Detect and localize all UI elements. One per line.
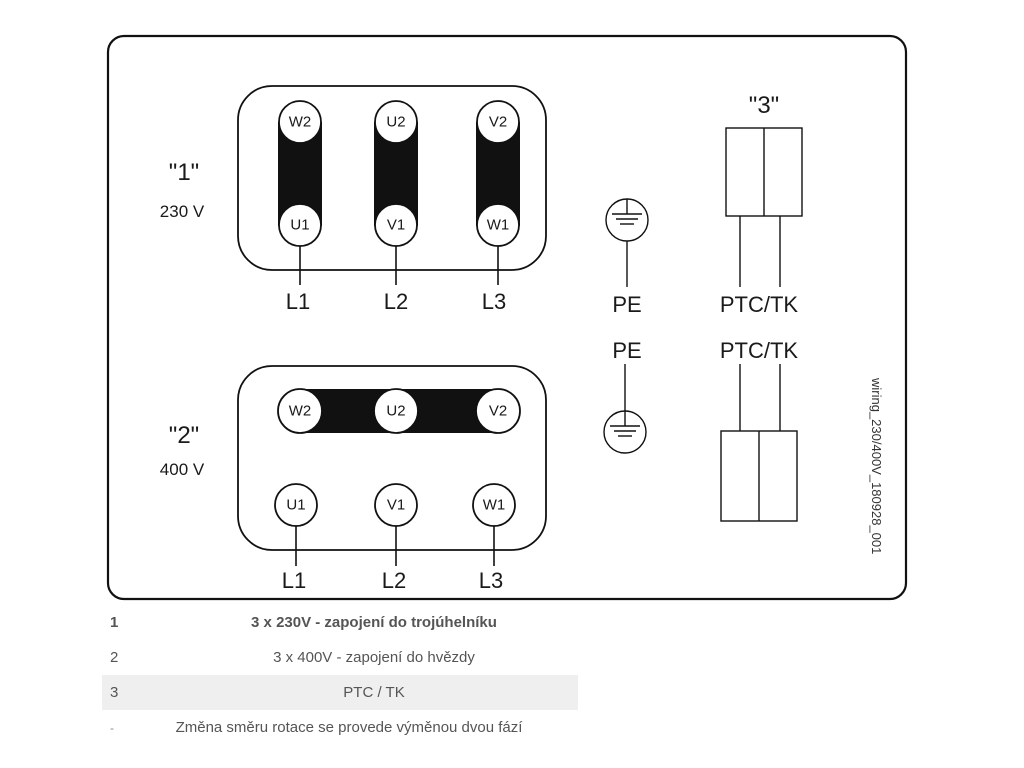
legend-number: - (110, 720, 114, 735)
terminal-v2 (475, 388, 521, 434)
diagram-frame (106, 34, 908, 601)
connection-3-label: "3" (749, 92, 779, 119)
terminal-label-v1: V1 (387, 497, 405, 514)
terminal-label-u2: U2 (386, 403, 405, 420)
terminal-label-w2: W2 (289, 403, 312, 420)
terminal-label-u1: U1 (286, 497, 305, 514)
terminal-label-v2: V2 (489, 114, 507, 131)
line-label-l2: L2 (384, 289, 408, 314)
legend-row: - Změna směru rotace se provede výměnou … (102, 710, 578, 745)
terminal-box-delta (237, 85, 547, 271)
terminal-label-w1: W1 (487, 217, 510, 234)
terminal-u2 (373, 388, 419, 434)
legend-row: 2 3 x 400V - zapojení do hvězdy (102, 640, 578, 675)
ptc-block-bottom (720, 430, 798, 522)
terminal-u2 (374, 100, 418, 144)
legend-row: 1 3 x 230V - zapojení do trojúhelníku (102, 605, 578, 640)
terminal-label-w2: W2 (289, 114, 312, 131)
terminal-label-v2: V2 (489, 403, 507, 420)
legend-text: PTC / TK (170, 675, 578, 710)
legend-number: 2 (110, 649, 119, 666)
earth-symbol-top (605, 198, 649, 287)
terminal-w2 (277, 388, 323, 434)
earth-symbol-bottom (603, 364, 647, 454)
connection-1-label: "1" (169, 159, 199, 186)
legend-row: 3 PTC / TK (102, 675, 578, 710)
line-label-l3: L3 (482, 289, 506, 314)
terminal-box-star (237, 365, 547, 551)
terminal-label-u2: U2 (386, 114, 405, 131)
pe-label-bottom: PE (612, 338, 641, 363)
connection-1-voltage: 230 V (160, 202, 205, 221)
line-label-l1: L1 (286, 289, 310, 314)
terminal-w2 (278, 100, 322, 144)
connection-2-voltage: 400 V (160, 460, 205, 479)
legend-text: Změna směru rotace se provede výměnou dv… (175, 719, 523, 736)
legend-text: 3 x 230V - zapojení do trojúhelníku (251, 614, 497, 631)
legend-table: 1 3 x 230V - zapojení do trojúhelníku 2 … (102, 605, 578, 745)
terminal-label-u1: U1 (290, 217, 309, 234)
terminal-label-v1: V1 (387, 217, 405, 234)
terminal-label-w1: W1 (483, 497, 506, 514)
line-label-l1: L1 (282, 568, 306, 593)
ptc-block-top (725, 127, 803, 217)
pe-label-top: PE (612, 292, 641, 317)
legend-number: 1 (110, 614, 119, 631)
legend-number: 3 (102, 675, 170, 710)
ptc-label-bottom: PTC/TK (720, 338, 799, 363)
connection-2-label: "2" (169, 422, 199, 449)
line-label-l3: L3 (479, 568, 503, 593)
line-label-l2: L2 (382, 568, 406, 593)
ptc-label-top: PTC/TK (720, 292, 799, 317)
terminal-v2 (476, 100, 520, 144)
legend-text: 3 x 400V - zapojení do hvězdy (273, 649, 475, 666)
wiring-code-text: wiring_230/400V_180928_001 (869, 377, 884, 554)
wiring-diagram: W2 U2 V2 U1 V1 W1 L1 L2 L3 "1" 230 V W2 … (106, 34, 908, 601)
